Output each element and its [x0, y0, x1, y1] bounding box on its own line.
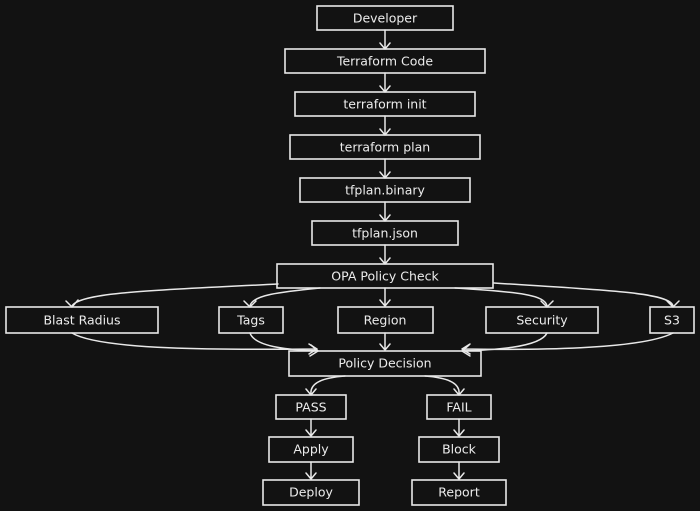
- node-fail-label: FAIL: [446, 400, 471, 415]
- edge-developer-terraform-code: [379, 29, 391, 50]
- node-fail: FAIL: [426, 394, 492, 420]
- node-opa-policy-check-label: OPA Policy Check: [331, 269, 439, 284]
- node-developer-label: Developer: [353, 11, 418, 26]
- node-s3: S3: [649, 306, 695, 334]
- node-region: Region: [337, 306, 434, 334]
- node-tags-label: Tags: [236, 313, 265, 328]
- edge-block-report: [453, 461, 465, 480]
- node-report: Report: [411, 479, 507, 506]
- edge-region-decision: [379, 332, 391, 351]
- edge-opa-region: [379, 287, 391, 307]
- node-deploy: Deploy: [262, 479, 360, 506]
- edge-opa-s3: [493, 282, 680, 308]
- node-report-label: Report: [438, 485, 480, 500]
- node-block: Block: [418, 436, 500, 463]
- edge-tags-decision: [249, 332, 319, 357]
- node-policy-decision: Policy Decision: [288, 350, 482, 377]
- node-security-label: Security: [516, 313, 568, 328]
- node-terraform-code-label: Terraform Code: [336, 54, 433, 69]
- node-deploy-label: Deploy: [289, 485, 333, 500]
- edge-init-plan: [379, 115, 391, 136]
- edge-plan-binary: [379, 158, 391, 179]
- node-apply: Apply: [268, 436, 354, 463]
- node-tfplan-binary-label: tfplan.binary: [345, 183, 425, 198]
- edge-pass-apply: [305, 418, 317, 437]
- node-opa-policy-check: OPA Policy Check: [276, 263, 494, 289]
- node-policy-decision-label: Policy Decision: [338, 356, 431, 371]
- node-tfplan-json: tfplan.json: [311, 220, 459, 246]
- node-developer: Developer: [316, 5, 454, 31]
- edge-opa-tags: [243, 287, 321, 308]
- edge-opa-security: [454, 287, 554, 308]
- node-tfplan-binary: tfplan.binary: [299, 177, 471, 203]
- node-apply-label: Apply: [293, 442, 329, 457]
- edge-decision-fail: [424, 375, 465, 396]
- node-blast-radius: Blast Radius: [5, 306, 159, 334]
- node-terraform-plan: terraform plan: [289, 134, 481, 160]
- node-block-label: Block: [442, 442, 477, 457]
- edge-terraform-code-init: [379, 72, 391, 93]
- edge-s3-decision: [461, 332, 674, 355]
- node-terraform-init: terraform init: [294, 91, 476, 117]
- node-security: Security: [485, 306, 599, 334]
- node-tfplan-json-label: tfplan.json: [352, 226, 418, 241]
- node-pass-label: PASS: [295, 400, 326, 415]
- node-terraform-plan-label: terraform plan: [340, 140, 430, 155]
- node-terraform-init-label: terraform init: [343, 97, 426, 112]
- edge-fail-block: [453, 418, 465, 437]
- node-tags: Tags: [218, 306, 284, 334]
- node-terraform-code: Terraform Code: [284, 48, 486, 74]
- node-pass: PASS: [275, 394, 347, 420]
- edge-json-opa: [379, 244, 391, 265]
- edge-apply-deploy: [305, 461, 317, 480]
- edge-decision-pass: [305, 375, 346, 396]
- node-region-label: Region: [364, 313, 407, 328]
- edge-binary-json: [379, 201, 391, 222]
- edge-blast-radius-decision: [71, 332, 318, 355]
- edge-security-decision: [461, 332, 548, 357]
- node-s3-label: S3: [664, 313, 680, 328]
- node-blast-radius-label: Blast Radius: [43, 313, 120, 328]
